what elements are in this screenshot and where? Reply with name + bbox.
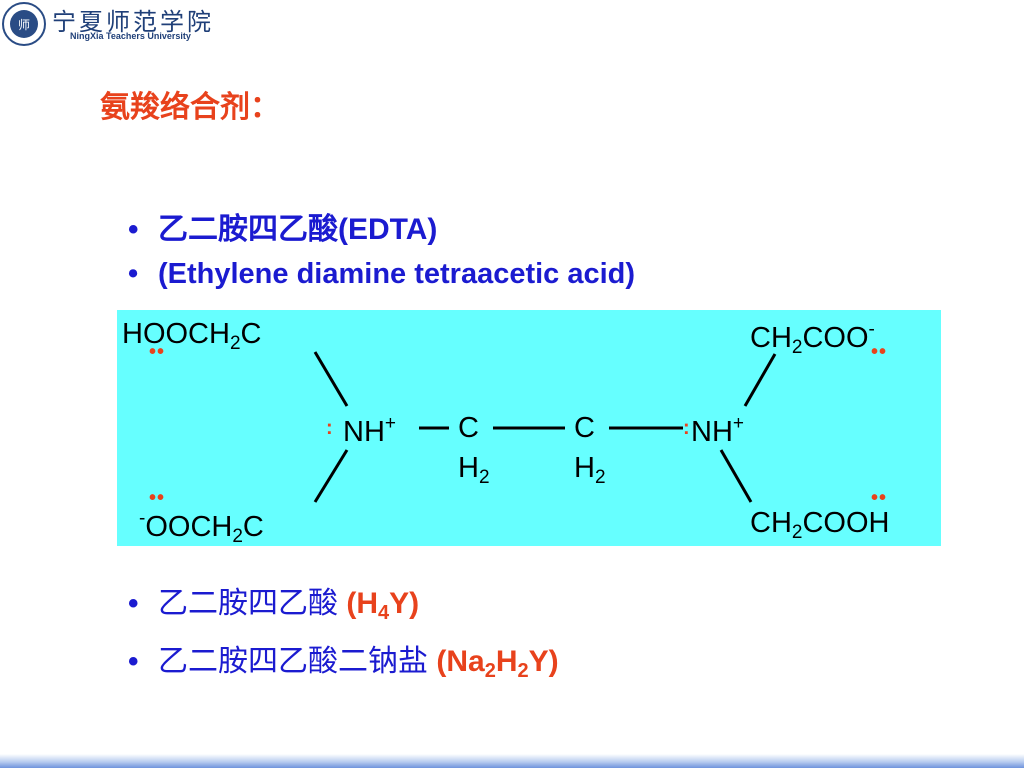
lone-pair-n-right: :	[683, 417, 691, 439]
bullet-dot: •	[128, 213, 139, 246]
carbon-2: C	[574, 412, 595, 444]
group-bottom-left: -OOCH2C	[139, 508, 264, 547]
bullet-h4y-cn: 乙二胺四乙酸	[158, 587, 338, 620]
bullet-na2h2y: • 乙二胺四乙酸二钠盐 (Na2H2Y)	[128, 636, 559, 683]
edta-structure-diagram: HOOCH2C CH2COO- -OOCH2C CH2COOH NH+ C C …	[117, 310, 941, 546]
group-top-right: CH2COO-	[750, 319, 875, 358]
bond-tl	[313, 351, 349, 407]
school-name-en: NingXia Teachers University	[70, 31, 191, 41]
lone-pair-bottom-left: ••	[149, 487, 166, 509]
slide-heading: 氨羧络合剂：	[100, 91, 280, 124]
lone-pair-top-left: ••	[149, 341, 166, 363]
bullet-edta-cn: 乙二胺四乙酸	[158, 213, 338, 246]
bullet-dot: •	[128, 258, 139, 290]
lone-pair-top-right: ••	[871, 341, 888, 363]
group-bottom-right: CH2COOH	[750, 507, 890, 543]
bullet-h4y-formula: (H4Y)	[346, 587, 420, 624]
school-logo-emblem: 师	[10, 10, 38, 38]
nitrogen-left: NH+	[343, 413, 396, 448]
structure-bonds	[313, 351, 777, 503]
school-logo: 师	[2, 2, 46, 46]
bullet-full-name-text: (Ethylene diamine tetraacetic acid)	[158, 258, 636, 290]
bullet-edta: • 乙二胺四乙酸(EDTA)	[128, 204, 437, 248]
group-top-left: HOOCH2C	[122, 318, 262, 354]
bond-bl	[313, 449, 349, 503]
carbon-1: C	[458, 412, 479, 444]
school-name-cn: 宁夏师范学院	[52, 8, 214, 36]
bullet-dot: •	[128, 645, 139, 678]
methylene-2: H2	[574, 452, 606, 488]
bullet-h4y: • 乙二胺四乙酸 (H4Y)	[128, 578, 419, 625]
nitrogen-right: NH+	[691, 413, 744, 448]
bond-br	[719, 449, 753, 503]
lone-pair-bottom-right: ••	[871, 487, 888, 509]
bullet-full-name: • (Ethylene diamine tetraacetic acid)	[128, 258, 635, 291]
bullet-na2h2y-formula: (Na2H2Y)	[436, 645, 559, 682]
bond-tr	[743, 353, 777, 407]
footer-gradient-bar	[0, 754, 1024, 768]
lone-pair-n-left: :	[326, 417, 334, 439]
methylene-1: H2	[458, 452, 490, 488]
bullet-dot: •	[128, 587, 139, 620]
bullet-edta-abbr: (EDTA)	[338, 213, 438, 246]
bullet-na2h2y-cn: 乙二胺四乙酸二钠盐	[158, 645, 428, 678]
